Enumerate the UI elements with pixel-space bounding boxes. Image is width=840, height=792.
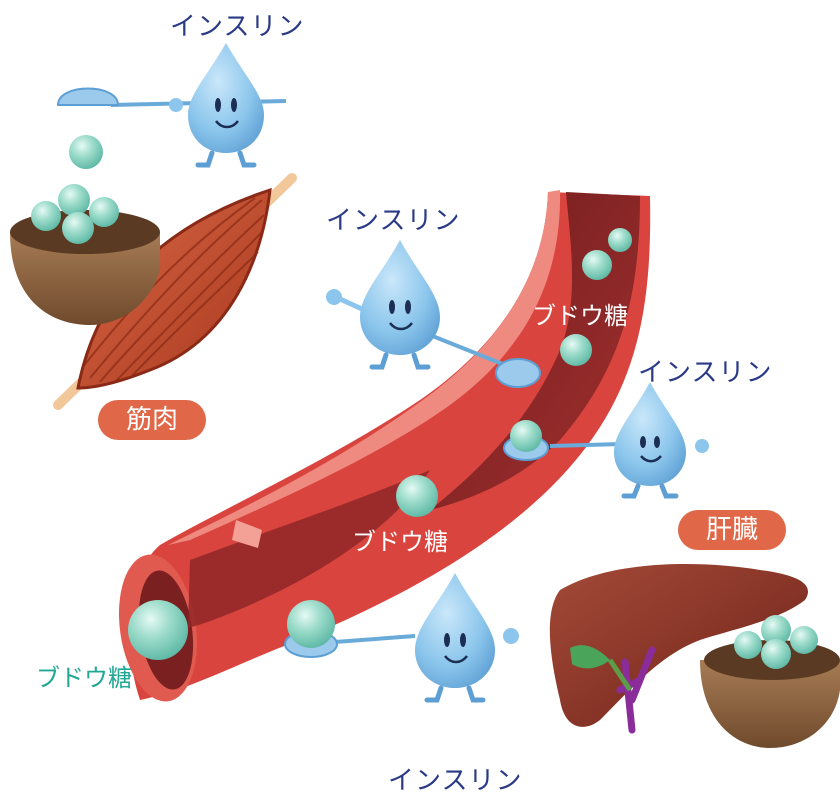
muscle-tag: 筋肉 xyxy=(98,400,206,440)
glucose-ball-icon xyxy=(582,250,612,280)
insulin-label-top: インスリン xyxy=(170,6,304,43)
glucose-label-vessel-middle: ブドウ糖 xyxy=(352,522,448,557)
glucose-ball-icon xyxy=(69,135,103,169)
insulin-drop-character-icon xyxy=(326,240,540,387)
bowl-icon-muscle xyxy=(10,184,160,325)
insulin-label-middle: インスリン xyxy=(326,200,460,237)
glucose-ball-icon xyxy=(608,228,632,252)
insulin-label-bottom: インスリン xyxy=(388,760,522,792)
liver-tag: 肝臓 xyxy=(678,510,786,550)
glucose-label-outside: ブドウ糖 xyxy=(36,658,132,693)
glucose-ball-icon xyxy=(396,475,438,517)
insulin-label-right: インスリン xyxy=(638,352,772,389)
bowl-icon-liver xyxy=(700,615,840,748)
glucose-ball-icon xyxy=(560,334,592,366)
glucose-ball-icon xyxy=(128,600,188,660)
glucose-label-vessel-top: ブドウ糖 xyxy=(532,296,628,331)
